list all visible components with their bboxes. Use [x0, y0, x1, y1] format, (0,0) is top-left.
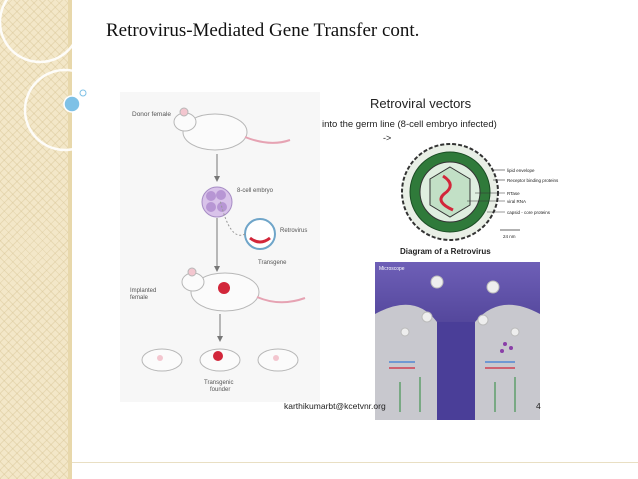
- virion-diagram: lipid envelope Receptor binding proteins…: [395, 140, 560, 245]
- vector-heading: Retroviral vectors: [370, 96, 471, 111]
- vector-subheading: into the germ line (8-cell embryo infect…: [322, 119, 497, 130]
- virion-label-rtase: RTase: [507, 191, 520, 196]
- embryo-icon: [202, 187, 232, 217]
- footer-page-number: 4: [536, 401, 541, 411]
- founder-label-2: founder: [210, 387, 230, 393]
- embryo-label: 8-cell embryo: [237, 188, 274, 194]
- panel-tag: Microscope: [379, 266, 405, 272]
- retrovirus-label: Retrovirus: [280, 228, 307, 234]
- offspring-mouse-icon: [142, 349, 182, 371]
- scale-label: 24 nm: [503, 234, 516, 239]
- virion-label-capsid: capsid - core proteins: [507, 210, 551, 215]
- founder-mouse-icon: [200, 349, 240, 371]
- retrovirus-infection-diagram: Microscope: [375, 262, 540, 420]
- donor-label: Donor female: [132, 111, 171, 118]
- virion-label-envelope: lipid envelope: [507, 168, 535, 173]
- vector-subheading-arrow: ->: [383, 133, 391, 143]
- slide-title: Retrovirus-Mediated Gene Transfer cont.: [106, 20, 419, 42]
- offspring-mouse-icon: [258, 349, 298, 371]
- virion-label-receptor: Receptor binding proteins: [507, 178, 559, 183]
- virion-label-rna: viral RNA: [507, 199, 526, 204]
- diagram-title: Diagram of a Retrovirus: [400, 247, 491, 256]
- bottom-divider: [72, 462, 638, 463]
- transgene-label: Transgene: [258, 260, 287, 266]
- implanted-label-2: female: [130, 295, 149, 301]
- blue-bubble-icon: [64, 96, 80, 112]
- transgenic-workflow-figure: Donor female 8-cell embryo Retrovirus Tr…: [120, 92, 320, 402]
- founder-label-1: Transgenic: [204, 380, 233, 386]
- footer-email: karthikumarbt@kcetvnr.org: [284, 401, 386, 411]
- implanted-label-1: Implanted: [130, 288, 156, 294]
- retrovirus-icon: [245, 219, 275, 249]
- small-bubble-icon: [80, 90, 86, 96]
